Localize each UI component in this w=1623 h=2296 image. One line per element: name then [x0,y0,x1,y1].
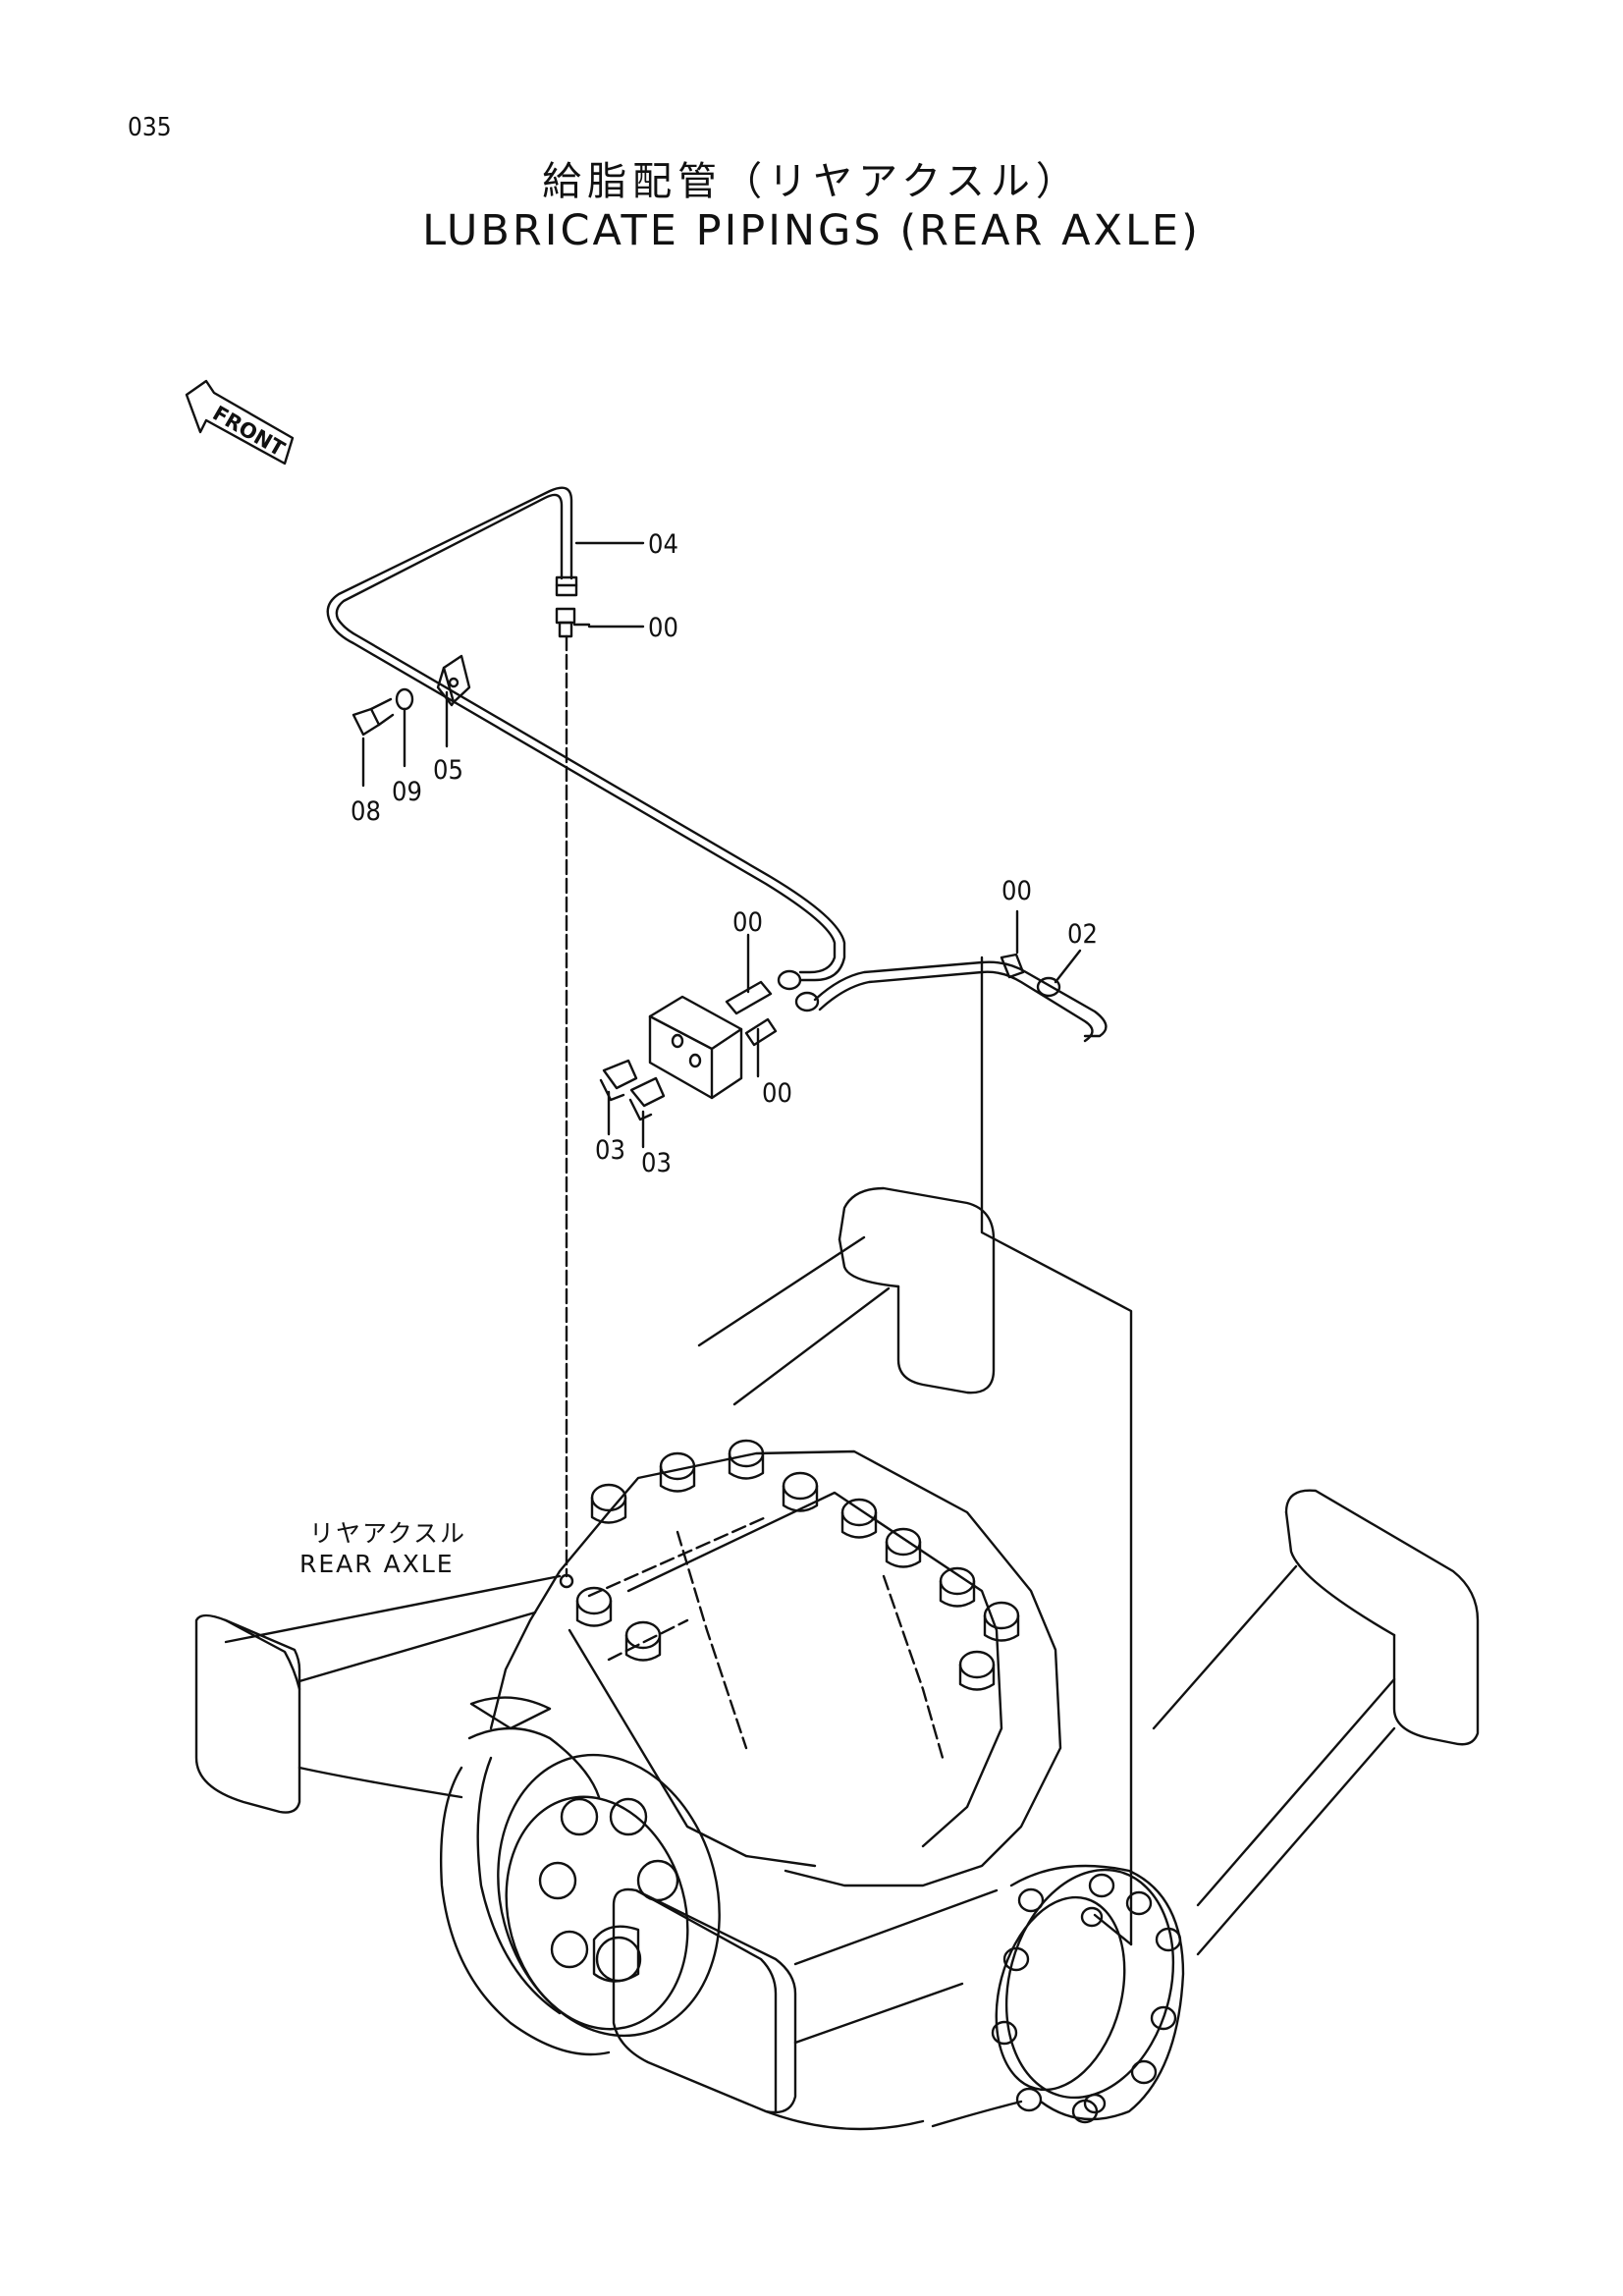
rear-axle-label-en: REAR AXLE [299,1550,455,1578]
callout-02: 02 [1067,919,1098,950]
callout-03-a: 03 [595,1135,625,1166]
callout-03-b: 03 [641,1148,672,1178]
fitting-00-c [1000,953,1061,998]
callout-00-top: 00 [648,613,678,643]
elbow-03-a [599,1059,638,1102]
adapter-00-top [555,607,591,638]
title-japanese: 給脂配管（リヤアクスル） [542,159,1081,204]
title-english: LUBRICATE PIPINGS (REAR AXLE) [422,206,1201,255]
page-number: 035 [128,113,172,142]
lube-pipe-upper [326,486,846,982]
rear-axle-illustration [194,1186,1480,2131]
callout-00-block-upper: 00 [732,907,763,938]
bolt-08 [352,697,395,737]
callout-00-right: 00 [1001,876,1032,906]
callout-09: 09 [392,777,422,807]
pipe-clamp-05 [436,654,471,707]
callout-04: 04 [648,529,678,560]
lube-pipe-lower [813,960,1108,1043]
front-arrow-label: FRONT [209,402,290,462]
distribution-block [648,995,743,1100]
washer-09 [395,687,414,711]
fitting-00-b [744,991,820,1047]
fitting-00-a [725,969,802,1015]
front-arrow-icon: FRONT [185,379,295,465]
callout-05: 05 [433,755,463,786]
callout-08: 08 [351,796,381,827]
callout-00-block-lower: 00 [762,1078,792,1109]
rear-axle-label-jp: リヤアクスル [309,1519,467,1548]
elbow-03-b [628,1076,666,1121]
pipe-nut-04 [555,575,578,597]
